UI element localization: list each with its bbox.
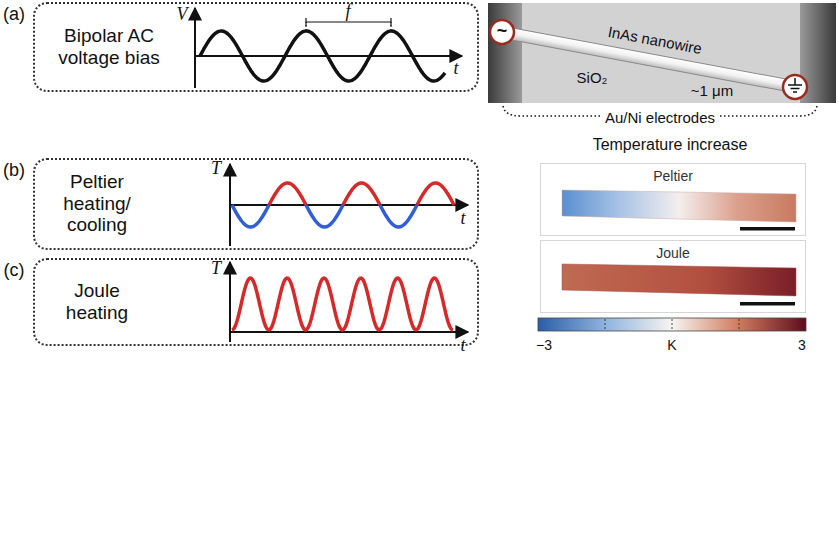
v-axis [194,8,196,88]
joule-map [562,264,796,296]
process-box: Bipolar AC voltage bias [33,2,479,92]
process-box: Peltier heating/ cooling [33,158,479,250]
sine-wave [200,31,445,81]
annotation-label: K [667,338,676,352]
peltier-map [562,190,796,222]
colorbar-tick [605,319,606,330]
annotation-label: T [211,159,221,177]
annotation-label: t [460,209,465,227]
wave-lobe [343,183,380,205]
annotation-label: InAs nanowire [607,24,703,56]
ground-symbol [791,88,800,90]
annotation-label: Au/Ni electrodes [601,110,719,125]
sio2-substrate [522,3,800,103]
image-panel: Peltier [540,163,806,236]
annotation-label: (c) [4,261,25,279]
scale-bar [740,302,795,306]
joule-wave [232,278,453,330]
annotation-label: T [211,259,221,277]
node-label: Peltier [541,168,805,184]
time-axis [230,204,468,206]
ac-source [490,20,514,44]
wave-lobe [269,183,306,205]
image-panel: Joule [540,240,806,313]
process-box: Joule heating [33,258,479,346]
annotation-label: 3 [798,338,806,352]
annotation-label: f [345,2,350,20]
colorbar-tick [672,319,673,330]
annotation-label: SiO₂ [577,70,608,85]
node-label: Bipolar AC voltage bias [43,25,175,69]
ground-symbol [793,91,797,93]
scale-bar [740,227,795,231]
peltier-wave [232,183,454,227]
period-bracket [390,18,391,26]
annotation-label: (b) [3,161,25,179]
annotation-label: V [177,5,188,23]
wave-lobe [417,183,454,205]
period-bracket [306,21,391,22]
ground-symbol [794,78,796,85]
annotation-label: −3 [536,338,552,352]
time-axis [230,331,468,333]
t-axis-vertical [229,262,231,342]
ground-symbol [783,75,807,99]
wave-lobe [306,205,343,227]
colorbar [538,318,806,331]
wave-lobe [232,205,269,227]
node-label: Peltier heating/ cooling [47,171,147,237]
annotation-label: Temperature increase [593,137,748,153]
annotation-label: t [460,336,465,354]
ground-symbol [788,84,802,86]
node-label: Joule [541,245,805,261]
electrode [488,3,522,103]
annotation-label: t [453,59,458,77]
annotation-label: (a) [3,5,25,23]
period-bracket [305,18,306,26]
annotation-label: ~1 μm [691,83,733,98]
colorbar-tick [739,319,740,330]
wave-lobe [380,205,417,227]
annotation-label: ~ [497,22,508,40]
node-label: Joule heating [47,280,147,324]
